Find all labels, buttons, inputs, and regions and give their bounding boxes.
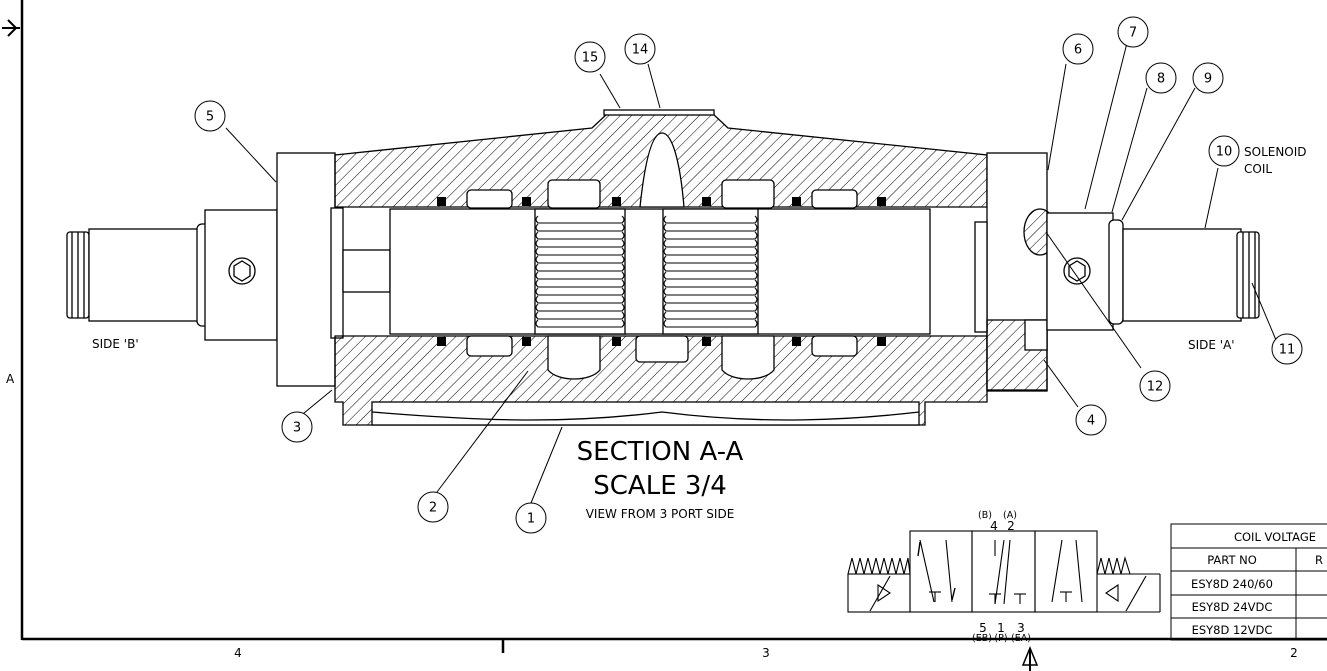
section-view-note: VIEW FROM 3 PORT SIDE bbox=[586, 507, 735, 521]
balloon-1: 1 bbox=[515, 502, 547, 534]
leader-lines bbox=[225, 42, 1277, 504]
balloon-15: 15 bbox=[574, 41, 606, 73]
port-number-3: 3 bbox=[1017, 621, 1025, 635]
balloon-8: 8 bbox=[1145, 62, 1177, 94]
balloon-10: 10 bbox=[1208, 135, 1240, 167]
balloon-label: 14 bbox=[632, 43, 649, 58]
spool-groove bbox=[535, 295, 625, 304]
spool-groove bbox=[663, 223, 758, 232]
section-scale: SCALE 3/4 bbox=[593, 471, 726, 501]
spool-groove bbox=[535, 271, 625, 280]
port-label-a: (A) bbox=[1003, 510, 1017, 521]
spool-groove bbox=[535, 263, 625, 272]
valve-body bbox=[334, 109, 988, 426]
table-row-part: ESY8D 12VDC bbox=[1192, 623, 1273, 637]
spool-groove bbox=[663, 311, 758, 320]
spool-groove bbox=[663, 263, 758, 272]
balloon-label: 15 bbox=[582, 51, 599, 66]
solenoid-side-b bbox=[66, 152, 391, 387]
balloon-label: 8 bbox=[1157, 72, 1165, 87]
coil-voltage-table bbox=[1170, 523, 1327, 641]
balloon-label: 4 bbox=[1087, 414, 1095, 429]
zone-number-4: 4 bbox=[234, 646, 242, 660]
spool-groove bbox=[535, 319, 625, 328]
balloon-label: 10 bbox=[1216, 145, 1233, 160]
valve-symbol bbox=[847, 530, 1161, 613]
spool-groove bbox=[535, 303, 625, 312]
spool-groove bbox=[535, 287, 625, 296]
o-ring-seals bbox=[437, 197, 886, 346]
spool-groove bbox=[663, 295, 758, 304]
balloon-11: 11 bbox=[1271, 333, 1303, 365]
spool-groove bbox=[663, 319, 758, 328]
balloon-label: 6 bbox=[1074, 43, 1082, 58]
port-label-p: (P) bbox=[994, 633, 1007, 644]
spool-groove bbox=[535, 215, 625, 224]
side-a-label: SIDE 'A' bbox=[1188, 338, 1235, 352]
balloon-6: 6 bbox=[1062, 33, 1094, 65]
solenoid-coil-label-line2: COIL bbox=[1244, 162, 1272, 176]
balloon-4: 4 bbox=[1075, 404, 1107, 436]
spool-groove bbox=[663, 303, 758, 312]
balloon-label: 2 bbox=[429, 501, 437, 516]
port-label-eb: (EB) bbox=[972, 633, 992, 644]
spool-groove bbox=[663, 287, 758, 296]
spool-groove bbox=[535, 247, 625, 256]
balloon-7: 7 bbox=[1117, 16, 1149, 48]
spool-groove bbox=[663, 279, 758, 288]
spool-grooves bbox=[535, 215, 758, 328]
table-header-part-no: PART NO bbox=[1207, 553, 1257, 567]
side-b-label: SIDE 'B' bbox=[92, 337, 139, 351]
port-number-2: 2 bbox=[1007, 519, 1015, 533]
spool-groove bbox=[663, 239, 758, 248]
balloon-label: 9 bbox=[1204, 72, 1212, 87]
spool-groove bbox=[535, 311, 625, 320]
spool-groove bbox=[535, 279, 625, 288]
spool-groove bbox=[663, 271, 758, 280]
balloon-12: 12 bbox=[1139, 370, 1171, 402]
balloon-label: 7 bbox=[1129, 26, 1137, 41]
spool-groove bbox=[535, 239, 625, 248]
port-label-ea: (EA) bbox=[1011, 633, 1031, 644]
zone-number-2: 2 bbox=[1290, 646, 1298, 660]
table-title: COIL VOLTAGE bbox=[1234, 530, 1316, 544]
spool-groove bbox=[663, 215, 758, 224]
spool-groove bbox=[663, 255, 758, 264]
balloon-2: 2 bbox=[417, 491, 449, 523]
spool-groove bbox=[535, 255, 625, 264]
balloon-label: 12 bbox=[1147, 380, 1164, 395]
port-label-b: (B) bbox=[978, 510, 992, 521]
table-row-part: ESY8D 24VDC bbox=[1192, 600, 1273, 614]
balloon-label: 11 bbox=[1279, 343, 1296, 358]
spool-groove bbox=[663, 231, 758, 240]
zone-number-3: 3 bbox=[762, 646, 770, 660]
table-header-r: R bbox=[1315, 553, 1323, 567]
solenoid-side-a bbox=[974, 152, 1260, 392]
zone-letter-a: A bbox=[6, 372, 15, 386]
balloon-label: 3 bbox=[293, 421, 301, 436]
section-title: SECTION A-A bbox=[577, 437, 744, 467]
port-number-1: 1 bbox=[997, 621, 1005, 635]
port-number-4: 4 bbox=[990, 519, 998, 533]
balloon-label: 1 bbox=[527, 512, 535, 527]
balloon-9: 9 bbox=[1192, 62, 1224, 94]
table-row-part: ESY8D 240/60 bbox=[1191, 577, 1273, 591]
spool-groove bbox=[535, 231, 625, 240]
balloon-3: 3 bbox=[281, 411, 313, 443]
balloon-label: 5 bbox=[206, 110, 214, 125]
balloon-14: 14 bbox=[624, 33, 656, 65]
port-number-5: 5 bbox=[979, 621, 987, 635]
spool-groove bbox=[663, 247, 758, 256]
spool bbox=[389, 208, 931, 335]
solenoid-coil-label-line1: SOLENOID bbox=[1244, 145, 1307, 159]
balloon-5: 5 bbox=[194, 100, 226, 132]
spool-groove bbox=[535, 223, 625, 232]
